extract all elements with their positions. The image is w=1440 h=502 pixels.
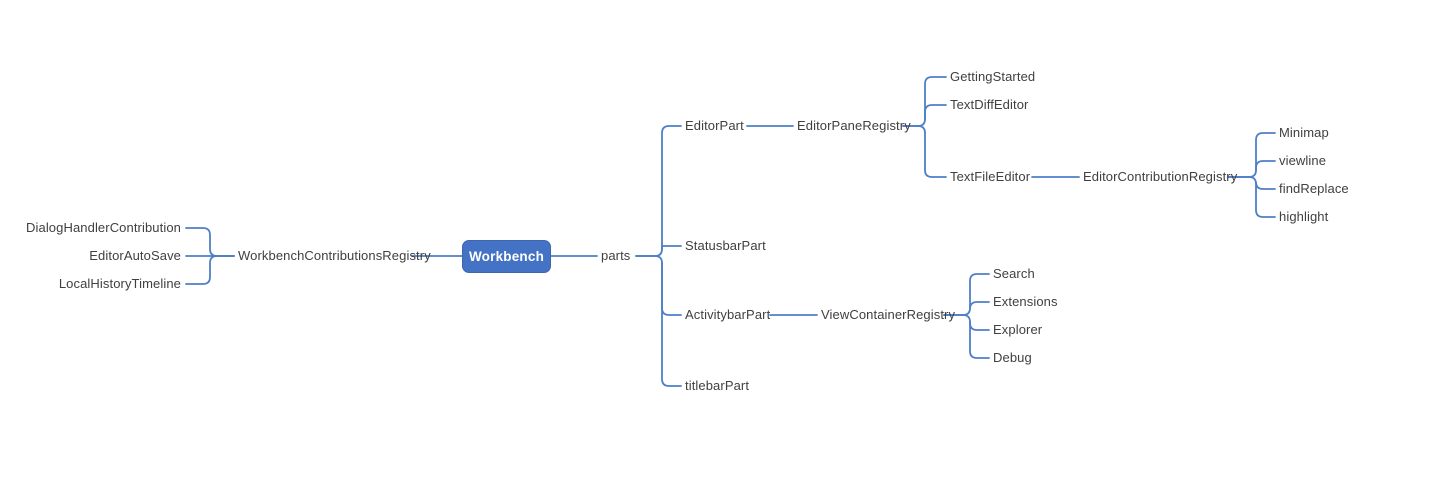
wire-spine-statusbarpart [661, 245, 682, 250]
wire-ecr-viewline [1255, 160, 1276, 171]
wire-dialoghandlercontribution [185, 227, 235, 257]
wire-localhistorytimeline [185, 255, 235, 285]
wire-spine-titlebarpart [661, 262, 682, 387]
wire-vcr-debug [969, 321, 990, 359]
node-editorpaneregistry[interactable]: EditorPaneRegistry [797, 118, 911, 133]
node-viewline[interactable]: viewline [1279, 153, 1327, 168]
node-search[interactable]: Search [993, 266, 1035, 281]
node-titlebarpart[interactable]: titlebarPart [685, 378, 750, 393]
node-explorer[interactable]: Explorer [993, 322, 1043, 337]
node-activitybarpart[interactable]: ActivitybarPart [685, 307, 771, 322]
node-gettingstarted[interactable]: GettingStarted [950, 69, 1036, 84]
wire-spine-editorpart [661, 125, 682, 250]
node-findreplace[interactable]: findReplace [1279, 181, 1349, 196]
wire-parts-to-spine-down [635, 255, 663, 264]
wire-epr-textfileeditor [924, 132, 947, 178]
wire-ecr-findreplace [1255, 181, 1276, 190]
wire-spine-activitybarpart [661, 262, 682, 316]
node-dialoghandlercontribution[interactable]: DialogHandlerContribution [26, 220, 181, 235]
wire-ecr-minimap [1255, 132, 1276, 171]
node-workbenchcontributionsregistry[interactable]: WorkbenchContributionsRegistry [238, 248, 431, 263]
wire-ecr-highlight [1255, 183, 1276, 218]
node-editorautosave[interactable]: EditorAutoSave [89, 248, 181, 263]
wire-epr-textdiffeditor [924, 104, 947, 120]
node-highlight[interactable]: highlight [1279, 209, 1329, 224]
wire-vcr-extensions [969, 301, 990, 310]
node-viewcontainerregistry[interactable]: ViewContainerRegistry [821, 307, 956, 322]
wire-parts-to-spine-up [635, 248, 663, 257]
wire-vcr-explorer [969, 321, 990, 331]
root-node-workbench[interactable]: Workbench [462, 240, 551, 273]
node-editorpart[interactable]: EditorPart [685, 118, 744, 133]
node-extensions[interactable]: Extensions [993, 294, 1058, 309]
node-parts-group-label[interactable]: parts [601, 248, 631, 263]
node-debug[interactable]: Debug [993, 350, 1032, 365]
node-statusbarpart[interactable]: StatusbarPart [685, 238, 766, 253]
node-minimap[interactable]: Minimap [1279, 125, 1329, 140]
node-localhistorytimeline[interactable]: LocalHistoryTimeline [58, 276, 181, 291]
node-textdiffeditor[interactable]: TextDiffEditor [950, 97, 1029, 112]
wire-vcr-search [969, 273, 990, 309]
node-textfileeditor[interactable]: TextFileEditor [950, 169, 1031, 184]
node-editorcontributionregistry[interactable]: EditorContributionRegistry [1083, 169, 1238, 184]
wire-epr-gettingstarted [924, 76, 947, 120]
